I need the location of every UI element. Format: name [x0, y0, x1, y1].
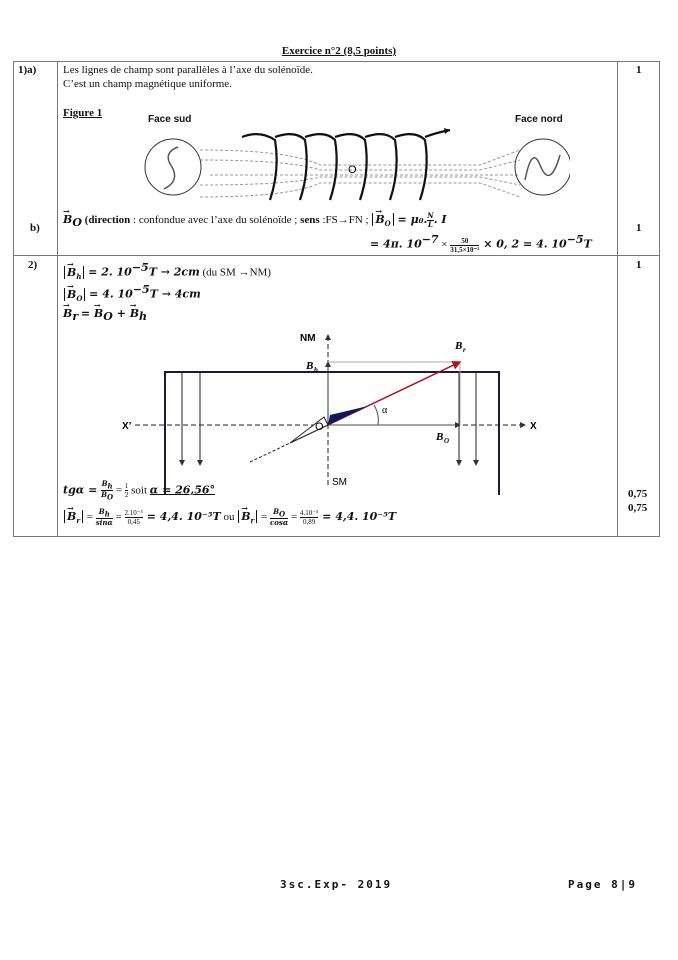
x-prime-label: X’ — [122, 421, 132, 432]
vector-diagram: α O NM SM X X’ B h B O B r — [122, 333, 537, 495]
solenoid-rect — [164, 371, 500, 495]
svg-text:r: r — [463, 346, 466, 354]
points-1a: 1 — [636, 64, 642, 76]
bo-label: B — [435, 431, 443, 443]
origin-label: O — [315, 421, 324, 433]
x-label: X — [530, 421, 537, 432]
br-sum: Br = BO + Bh — [63, 298, 147, 324]
solenoid-coils — [241, 128, 451, 201]
points-2-br: 0,75 — [628, 502, 648, 514]
north-face-circle — [514, 138, 570, 196]
face-nord-label: Face nord — [515, 114, 563, 125]
s-arrow-icon — [163, 146, 179, 190]
answer-table — [13, 61, 660, 537]
answer-1a-line1: Les lignes de champ sont parallèles à l’… — [63, 64, 313, 76]
figure-label: Figure 1 — [63, 107, 103, 119]
exercise-title: Exercice n°2 (8,5 points) — [281, 45, 397, 57]
svg-text:O: O — [444, 437, 449, 445]
answer-1b-line1: BO (direction : confondue avec l’axe du … — [63, 204, 447, 231]
question-label-2: 2) — [28, 259, 38, 271]
compass-needle-north — [328, 406, 368, 425]
bh-value: Bh = 2. 10−5T → 2cm (du SM →NM) — [63, 257, 271, 284]
bh-label: B — [305, 360, 313, 372]
south-face-circle — [144, 138, 202, 196]
footer-page-number: Page 8|9 — [568, 878, 637, 891]
points-2-alpha: 0,75 — [628, 488, 648, 500]
br-label: B — [454, 340, 462, 352]
field-lines — [179, 372, 479, 466]
nm-label: NM — [300, 333, 316, 344]
answer-1a-line2: C’est un champ magnétique uniforme. — [63, 78, 232, 90]
points-2: 1 — [636, 259, 642, 271]
face-sud-label: Face sud — [148, 114, 192, 125]
solenoid-figure: O — [144, 128, 570, 201]
bo-value: BO = 4. 10−5T → 4cm — [63, 279, 201, 306]
question-label-1b: b) — [30, 222, 40, 234]
footer-class-year: 3sc.Exp- 2019 — [280, 878, 393, 891]
compass-needle-south — [289, 416, 329, 444]
n-arrow-icon — [524, 154, 561, 181]
alpha-label: α — [382, 405, 388, 416]
center-label-o: O — [348, 164, 357, 176]
sm-label: SM — [332, 477, 347, 488]
question-label-1a: 1)a) — [18, 64, 37, 76]
svg-text:h: h — [314, 366, 318, 374]
points-1b: 1 — [636, 222, 642, 234]
